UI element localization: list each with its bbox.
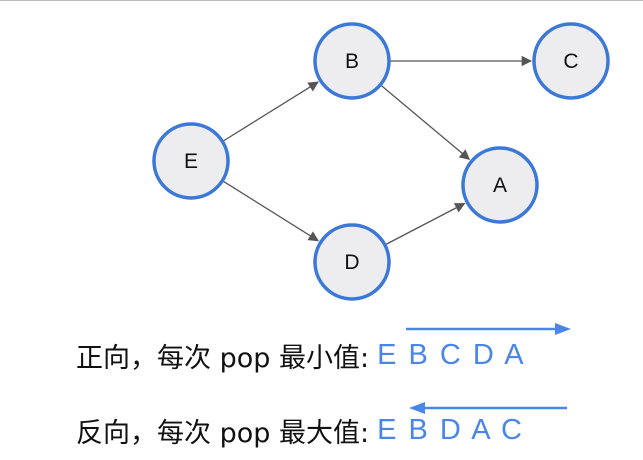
node-c: C	[532, 22, 610, 100]
node-circle-a	[461, 146, 539, 224]
node-label-b: B	[345, 50, 359, 73]
forward-caption-row: 正向，每次 pop 最小值: E B C D A	[76, 335, 526, 375]
node-d: D	[313, 223, 391, 301]
node-circle-d	[313, 223, 391, 301]
top-border	[0, 0, 643, 1]
node-label-a: A	[493, 174, 507, 197]
edge-d-to-a	[385, 202, 466, 246]
edge-e-to-d	[222, 180, 319, 242]
edge-b-to-a	[380, 84, 471, 160]
edge-e-to-b	[222, 81, 319, 142]
node-b: B	[313, 22, 391, 100]
reverse-sequence: E B D A C	[377, 413, 525, 446]
node-e: E	[152, 122, 230, 200]
nodes-layer: E B C A D	[152, 22, 610, 301]
reverse-direction-arrow	[409, 402, 567, 414]
node-a: A	[461, 146, 539, 224]
graph-diagram: E B C A D	[152, 22, 610, 301]
node-circle-e	[152, 122, 230, 200]
edges-layer	[222, 55, 533, 246]
node-label-d: D	[344, 251, 359, 274]
node-label-e: E	[184, 150, 198, 173]
reverse-caption-label: 反向，每次 pop 最大值:	[76, 417, 370, 449]
node-circle-b	[313, 22, 391, 100]
forward-direction-arrow	[406, 323, 571, 335]
node-label-c: C	[563, 50, 578, 73]
reverse-caption-row: 反向，每次 pop 最大值: E B D A C	[76, 410, 524, 450]
node-circle-c	[532, 22, 610, 100]
forward-caption-label: 正向，每次 pop 最小值:	[76, 342, 370, 374]
forward-sequence: E B C D A	[377, 338, 526, 371]
